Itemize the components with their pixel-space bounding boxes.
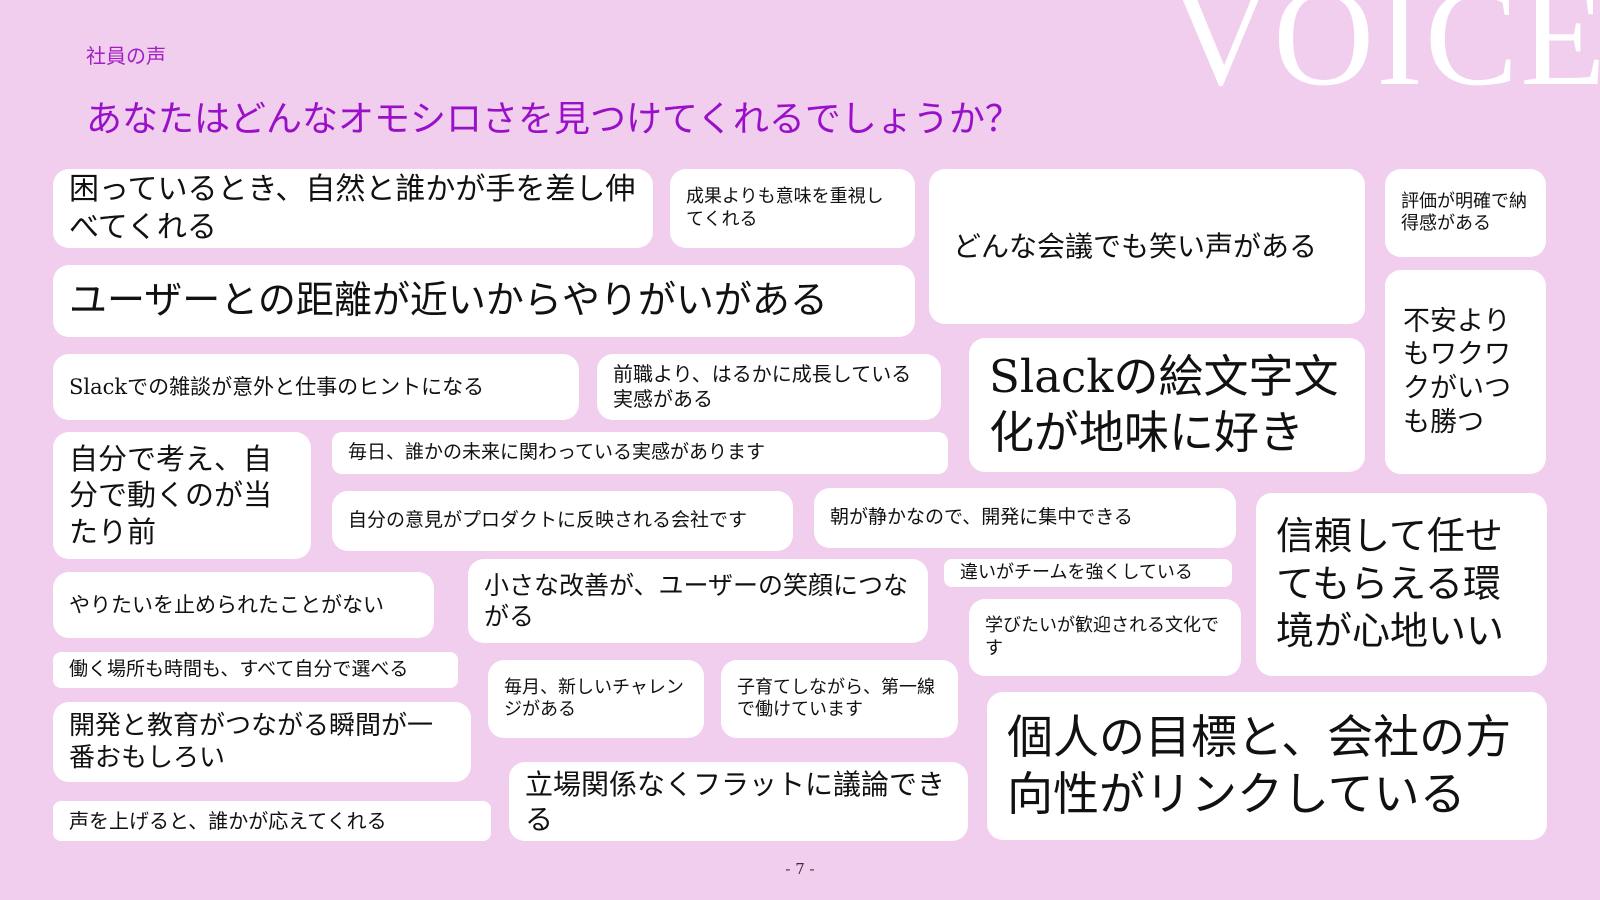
voice-card: 声を上げると、誰かが応えてくれる (53, 801, 491, 841)
voice-card: 毎月、新しいチャレンジがある (488, 660, 704, 738)
voice-card: 不安よりもワクワクがいつも勝つ (1385, 270, 1546, 474)
voice-card: 前職より、はるかに成長している実感がある (597, 354, 941, 420)
page-number: - 7 - (785, 860, 815, 878)
section-subtitle: 社員の声 (86, 44, 166, 68)
voice-card: 自分の意見がプロダクトに反映される会社です (332, 491, 793, 551)
voice-card: 評価が明確で納得感がある (1385, 169, 1546, 257)
voice-card: 毎日、誰かの未来に関わっている実感があります (332, 432, 948, 474)
voice-watermark: VOICE (1170, 0, 1600, 115)
page-title: あなたはどんなオモシロさを見つけてくれるでしょうか？ (86, 99, 1021, 140)
voice-card: 小さな改善が、ユーザーの笑顔につながる (468, 559, 928, 643)
voice-card: Slackでの雑談が意外と仕事のヒントになる (53, 354, 579, 420)
voice-card: 開発と教育がつながる瞬間が一番おもしろい (53, 702, 471, 782)
voice-card: 信頼して任せてもらえる環境が心地いい (1256, 493, 1547, 676)
voice-card: 違いがチームを強くしている (944, 559, 1232, 587)
voice-card: 子育てしながら、第一線で働けています (721, 660, 958, 738)
voice-card: 成果よりも意味を重視してくれる (670, 169, 915, 248)
voice-card: 自分で考え、自分で動くのが当たり前 (53, 432, 311, 559)
voice-card: 困っているとき、自然と誰かが手を差し伸べてくれる (53, 169, 653, 248)
voice-card: 個人の目標と、会社の方向性がリンクしている (987, 692, 1547, 840)
voice-card: ユーザーとの距離が近いからやりがいがある (53, 265, 915, 337)
voice-card: どんな会議でも笑い声がある (929, 169, 1365, 324)
voice-card: 働く場所も時間も、すべて自分で選べる (53, 652, 458, 688)
voice-card: 立場関係なくフラットに議論できる (509, 762, 968, 841)
voice-card: 朝が静かなので、開発に集中できる (814, 488, 1236, 548)
voice-card: Slackの絵文字文化が地味に好き (969, 338, 1365, 472)
voice-card: 学びたいが歓迎される文化です (969, 599, 1241, 676)
voice-card: やりたいを止められたことがない (53, 572, 434, 638)
